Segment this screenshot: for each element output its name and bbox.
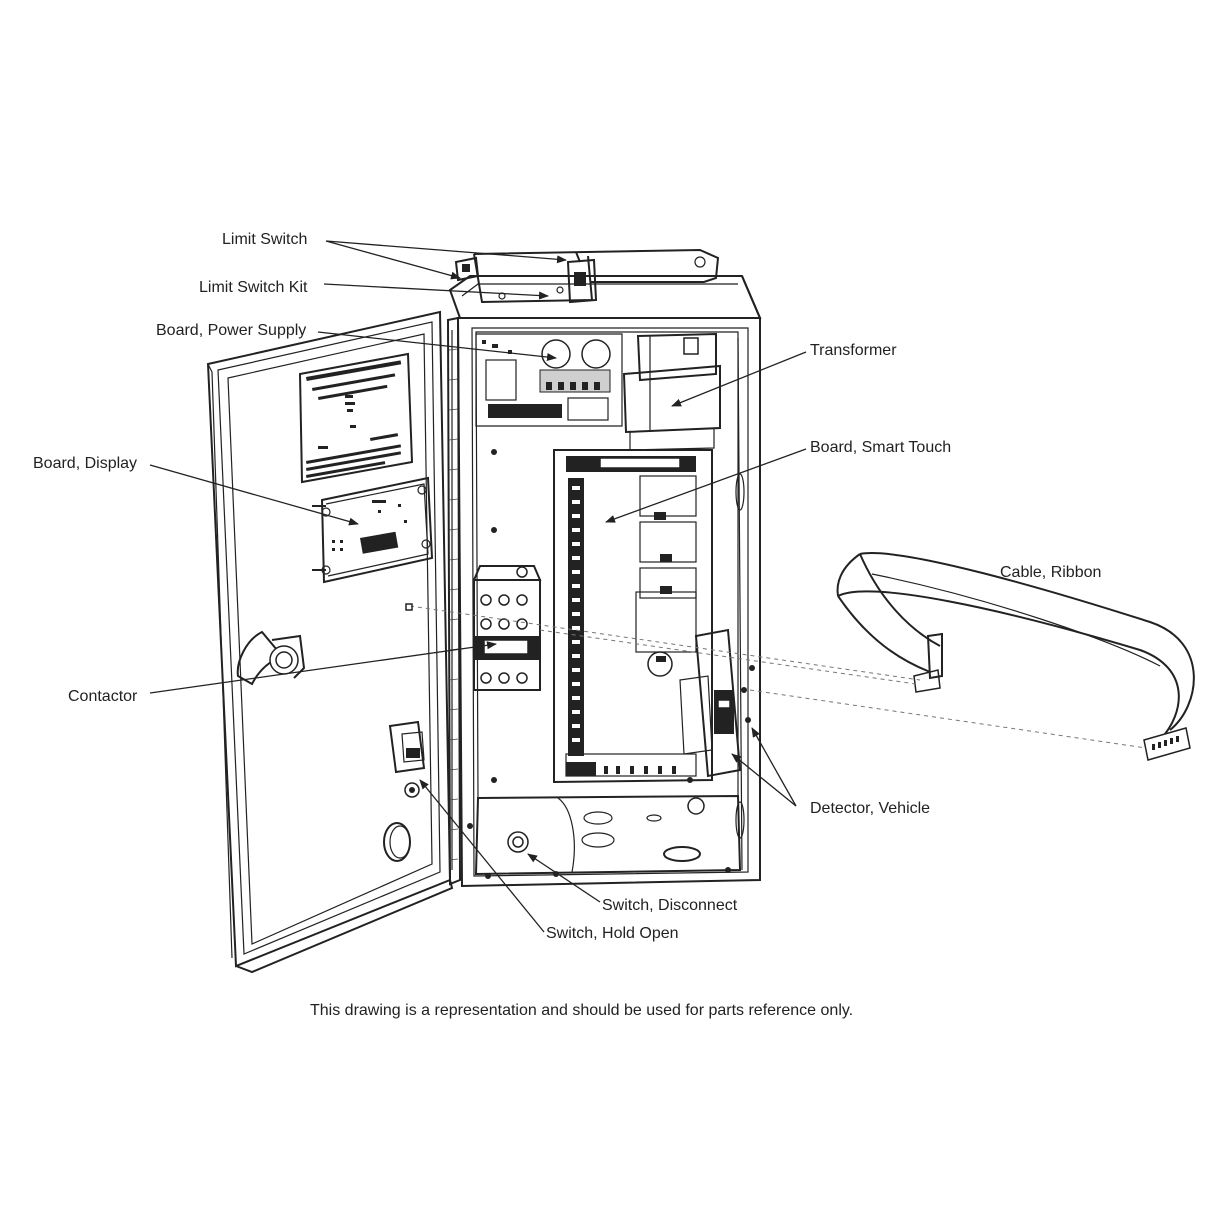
board-power-supply-label: Board, Power Supply (156, 322, 307, 339)
limit-switch-kit-label: Limit Switch Kit (199, 279, 308, 296)
cable-ribbon-label: Cable, Ribbon (1000, 564, 1102, 581)
transformer-part (622, 332, 721, 451)
board-smart-touch-label: Board, Smart Touch (810, 439, 952, 456)
contactor-part (472, 565, 542, 691)
board-display-label: Board, Display (33, 455, 138, 472)
hinge (446, 316, 462, 886)
vehicle-detector (679, 628, 755, 778)
transformer-label: Transformer (810, 342, 897, 359)
limit-switch-label: Limit Switch (222, 231, 308, 248)
projection-lines (405, 603, 1147, 749)
contactor-label: Contactor (68, 688, 138, 705)
door (206, 310, 454, 974)
ribbon-cable (836, 552, 1195, 761)
detector-vehicle-label: Detector, Vehicle (810, 800, 931, 817)
switch-hold-open-label: Switch, Hold Open (546, 925, 679, 942)
footnote: This drawing is a representation and sho… (310, 1002, 854, 1019)
leader-lines (149, 240, 807, 933)
power-supply-board (475, 333, 623, 427)
limit-switch-kit (454, 248, 720, 304)
smart-touch-board (553, 449, 713, 784)
switch-disconnect-label: Switch, Disconnect (602, 897, 738, 914)
